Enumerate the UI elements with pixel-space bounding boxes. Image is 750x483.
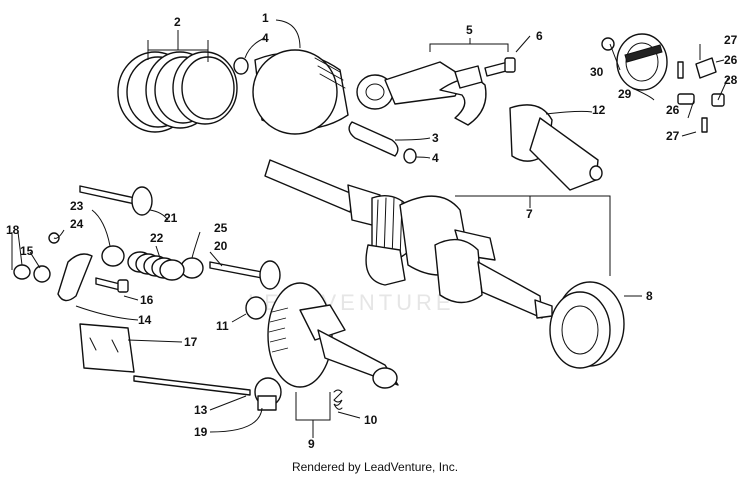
valve-cap-small xyxy=(13,264,31,280)
callout-1: 1 xyxy=(262,11,269,25)
callout-14: 14 xyxy=(138,313,152,327)
governor-gear xyxy=(616,33,668,91)
callout-18: 18 xyxy=(6,223,20,237)
callout-27-bottom: 27 xyxy=(666,129,680,143)
callout-12: 12 xyxy=(592,103,606,117)
rocker-arm xyxy=(57,253,93,302)
camshaft xyxy=(267,282,399,389)
decompressor-spring xyxy=(333,389,343,410)
callout-19: 19 xyxy=(194,425,208,439)
piston-pin-clip-bottom xyxy=(403,148,417,164)
cam-washer xyxy=(245,296,267,320)
callout-11: 11 xyxy=(216,319,229,333)
callout-2: 2 xyxy=(174,15,181,29)
balancer-shaft xyxy=(509,104,603,191)
callout-26-top: 26 xyxy=(724,53,738,67)
pushrod xyxy=(133,375,251,396)
callout-17: 17 xyxy=(184,335,198,349)
piston-pin xyxy=(348,121,399,157)
exhaust-valve xyxy=(209,260,281,290)
governor-linkage xyxy=(677,57,725,133)
callout-3: 3 xyxy=(432,131,439,145)
connecting-rod xyxy=(356,61,487,126)
callout-30: 30 xyxy=(590,65,604,79)
valve-adjuster xyxy=(95,277,129,293)
callout-15: 15 xyxy=(20,244,34,258)
callout-leaders xyxy=(11,19,729,438)
footer-credit: Rendered by LeadVenture, Inc. xyxy=(291,460,459,474)
tappet xyxy=(254,377,282,411)
callout-24: 24 xyxy=(70,217,84,231)
callout-7: 7 xyxy=(526,207,533,221)
callout-26-bottom: 26 xyxy=(666,103,680,117)
main-bearing-seal xyxy=(549,281,625,369)
callout-6: 6 xyxy=(536,29,543,43)
callout-13: 13 xyxy=(194,403,208,417)
guide-plate-slots xyxy=(89,337,119,353)
callout-numbers: 2 1 4 5 6 3 4 7 8 9 10 11 12 13 14 15 16… xyxy=(6,11,738,451)
callout-9: 9 xyxy=(308,437,315,451)
callout-29: 29 xyxy=(618,87,632,101)
piston-rings xyxy=(117,51,238,133)
spring-retainer-left xyxy=(101,245,125,267)
callout-20: 20 xyxy=(214,239,228,253)
callout-21: 21 xyxy=(164,211,178,225)
callout-23: 23 xyxy=(70,199,84,213)
intake-valve xyxy=(79,185,153,216)
valve-cap xyxy=(33,265,51,283)
piston-pin-clip-top xyxy=(233,57,249,75)
governor-washer xyxy=(601,37,615,51)
callout-5: 5 xyxy=(466,23,473,37)
callout-10: 10 xyxy=(364,413,378,427)
callout-25: 25 xyxy=(214,221,228,235)
callout-16: 16 xyxy=(140,293,154,307)
callout-22: 22 xyxy=(150,231,164,245)
crankshaft xyxy=(264,159,553,319)
callout-4-top: 4 xyxy=(262,31,269,45)
rod-bolt xyxy=(484,57,516,77)
pushrod-guide-plate xyxy=(79,323,135,373)
valve-springs xyxy=(127,251,185,281)
callout-27-top: 27 xyxy=(724,33,738,47)
callout-4-bottom: 4 xyxy=(432,151,439,165)
piston xyxy=(252,49,349,135)
callout-28: 28 xyxy=(724,73,738,87)
callout-8: 8 xyxy=(646,289,653,303)
